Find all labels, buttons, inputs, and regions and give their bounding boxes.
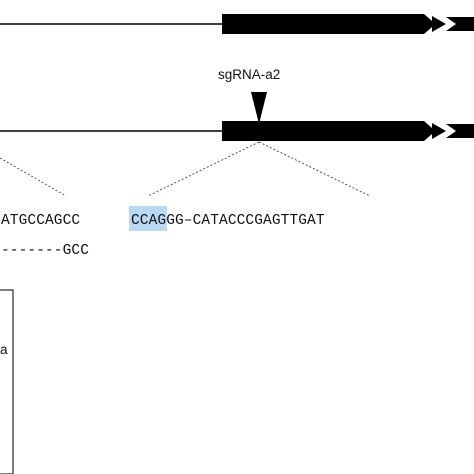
sequence-pam: CCA [131,213,158,229]
exon-block-bottom [222,121,432,141]
legend-box-border [0,289,14,474]
exon-block-top [222,14,432,34]
sequence-left-top: ATGCCAGCC [1,213,80,229]
pam-highlight [129,206,167,231]
sequence-left-bottom: -------GCC [1,243,89,259]
sequence-right-rest: GGG–CATACCCGAGTTGAT [157,213,324,229]
direction-arrow-top-2 [446,17,474,31]
gene-track-top [0,14,474,34]
sgrna-label: sgRNA-a2 [218,67,280,82]
gene-track-bottom [0,121,474,141]
zoom-guide-left-panel [0,157,67,197]
sequence-lines: ATGCCAGCC CCAGGG–CATACCCGAGTTGAT -------… [1,213,325,259]
zoom-guide-right [258,141,371,197]
direction-arrow-bottom-2 [446,124,474,138]
sgrna-cut-arrow-icon [251,92,267,124]
legend-box-fragment: a [0,342,8,357]
sgrna-marker: sgRNA-a2 [218,67,280,124]
direction-arrow-top-1 [432,16,446,32]
zoom-guides [0,141,371,197]
sequence-right: CCAGGG–CATACCCGAGTTGAT [131,213,325,229]
direction-arrow-bottom-1 [432,123,446,139]
zoom-guide-left [147,141,260,197]
legend-box-partial: a [0,289,14,474]
